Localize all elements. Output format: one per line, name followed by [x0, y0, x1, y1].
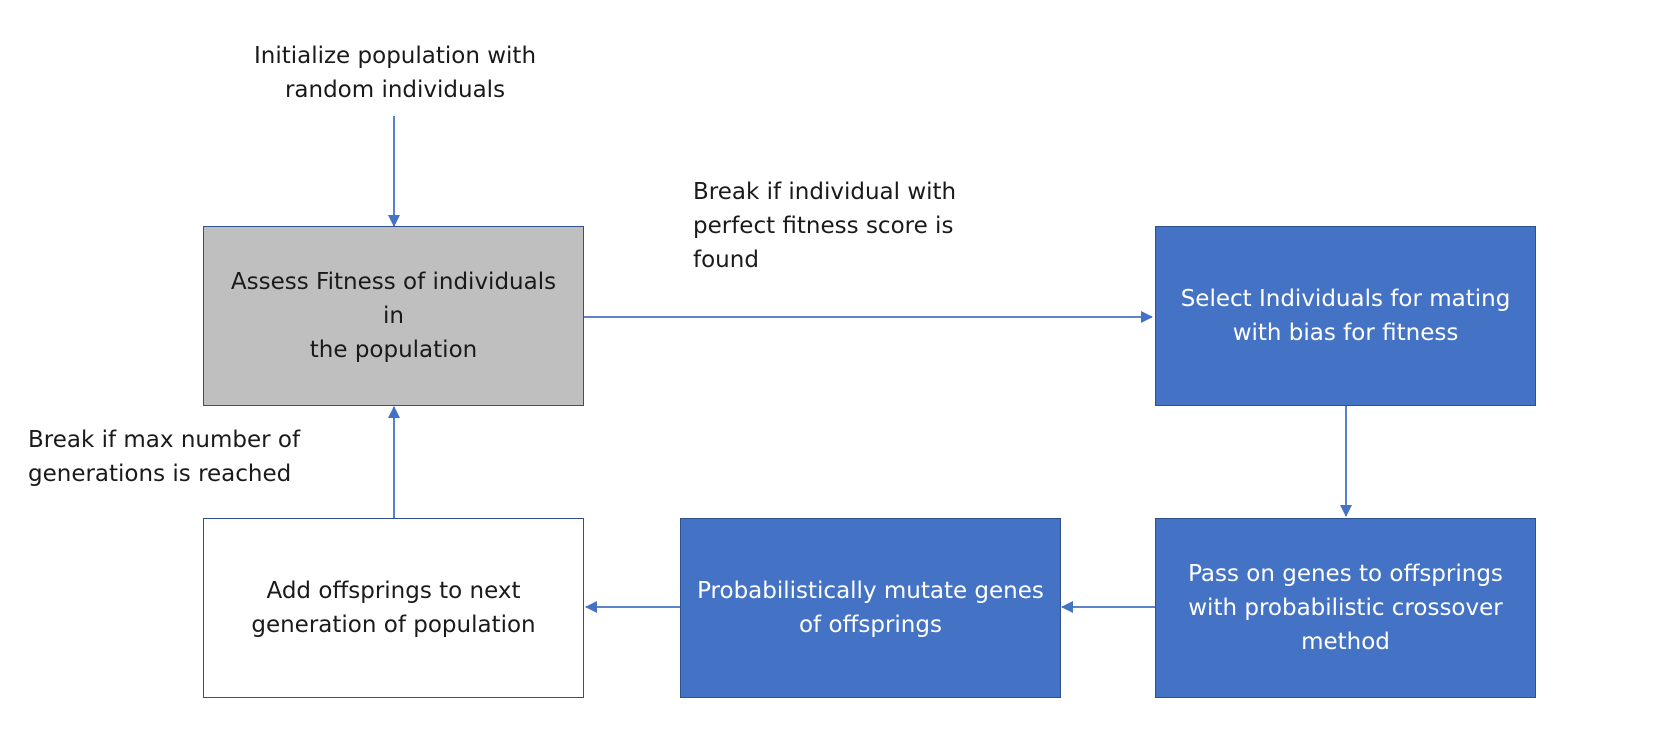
assess-fitness-box: Assess Fitness of individuals in the pop…: [203, 226, 584, 406]
start-note-line-1: Initialize population with: [253, 43, 537, 69]
break-generations-note-line-2: generations is reached: [28, 461, 292, 487]
break-fitness-note: Break if individual with perfect fitness…: [693, 175, 1013, 277]
crossover-line-2: with probabilistic crossover: [1188, 595, 1503, 621]
start-note-line-2: random individuals: [284, 77, 506, 103]
add-offsprings-box: Add offsprings to next generation of pop…: [203, 518, 584, 698]
crossover-line-3: method: [1301, 629, 1390, 655]
select-individuals-line-1: Select Individuals for mating: [1180, 286, 1511, 312]
add-offsprings-line-2: generation of population: [251, 612, 536, 638]
mutate-box: Probabilistically mutate genes of offspr…: [680, 518, 1061, 698]
crossover-box: Pass on genes to offsprings with probabi…: [1155, 518, 1536, 698]
select-individuals-box: Select Individuals for mating with bias …: [1155, 226, 1536, 406]
break-fitness-note-line-1: Break if individual with: [693, 179, 957, 205]
break-generations-note: Break if max number of generations is re…: [28, 423, 348, 491]
break-fitness-note-line-3: found: [693, 247, 759, 273]
mutate-line-1: Probabilistically mutate genes: [697, 578, 1044, 604]
add-offsprings-line-1: Add offsprings to next: [266, 578, 521, 604]
assess-fitness-line-1: Assess Fitness of individuals in: [230, 269, 557, 329]
select-individuals-line-2: with bias for fitness: [1232, 320, 1459, 346]
start-note: Initialize population with random indivi…: [230, 39, 560, 107]
mutate-line-2: of offsprings: [798, 612, 942, 638]
break-fitness-note-line-2: perfect fitness score is: [693, 213, 954, 239]
crossover-line-1: Pass on genes to offsprings: [1188, 561, 1503, 587]
assess-fitness-line-2: the population: [309, 337, 478, 363]
break-generations-note-line-1: Break if max number of: [28, 427, 301, 453]
